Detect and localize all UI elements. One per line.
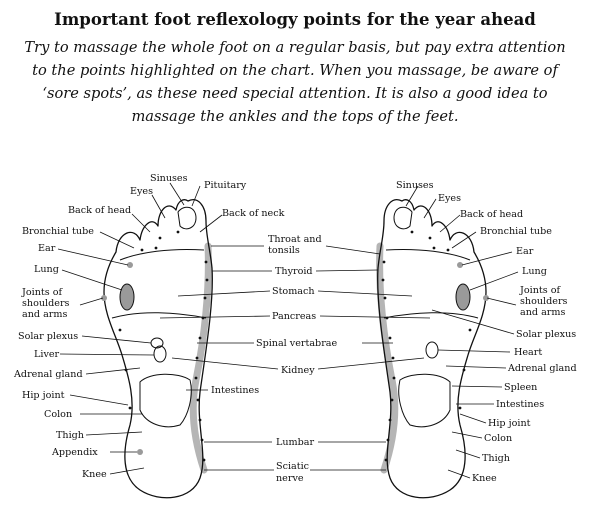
label-left-joints-3: and arms	[22, 309, 67, 320]
left-joint-spot	[101, 295, 107, 301]
right-toe-sinus	[393, 206, 413, 230]
label-left-back-of-neck: Back of neck	[222, 208, 285, 219]
label-right-knee: Knee	[472, 473, 497, 484]
label-left-bronchial-tube: Bronchial tube	[22, 226, 94, 237]
label-left-pituitary: Pituitary	[204, 180, 247, 191]
label-right-hip-joint: Hip joint	[488, 418, 531, 429]
left-intestines-zone	[139, 373, 192, 428]
right-diaphragm-line	[383, 312, 479, 319]
label-right-colon: Colon	[484, 433, 512, 444]
label-left-colon: Colon	[44, 409, 72, 420]
page-title: Important foot reflexology points for th…	[54, 10, 536, 29]
label-right-heart: Heart	[514, 347, 542, 358]
label-left-liver: Liver	[34, 349, 60, 360]
label-pancreas: Pancreas	[272, 311, 316, 322]
label-right-ear: Ear	[516, 246, 534, 257]
left-toe-line	[119, 249, 205, 261]
label-right-intestines: Intestines	[496, 399, 544, 410]
label-left-ear: Ear	[38, 243, 56, 254]
right-joint-spot	[483, 295, 489, 301]
label-left-appendix: Appendix	[51, 447, 98, 458]
label-right-sinuses: Sinuses	[396, 180, 434, 191]
label-right-joints-3: and arms	[520, 307, 565, 318]
right-foot	[376, 199, 489, 499]
left-spine-band	[189, 242, 212, 474]
left-ear-spot	[127, 262, 133, 268]
right-intestines-zone	[398, 373, 451, 428]
label-right-bronchial-tube: Bronchial tube	[480, 226, 552, 237]
label-throat-2: tonsils	[268, 245, 300, 256]
label-right-joints-1: Joints of	[519, 285, 561, 296]
label-spinal-vertabrae: Spinal vertabrae	[256, 338, 338, 349]
label-left-back-of-head: Back of head	[68, 205, 131, 216]
left-foot-outline	[103, 199, 213, 499]
label-right-back-of-head: Back of head	[460, 209, 523, 220]
label-left-joints-1: Joints of	[21, 287, 63, 298]
label-right-eyes: Eyes	[438, 193, 461, 204]
right-spine-dots	[381, 230, 472, 462]
left-foot	[101, 199, 213, 499]
center-labels: Throat and tonsils Thyroid Stomach Pancr…	[211, 234, 338, 484]
right-toe-line	[385, 249, 471, 261]
label-right-adrenal-gland: Adrenal gland	[507, 363, 577, 374]
label-left-hip-joint: Hip joint	[22, 390, 65, 401]
label-thyroid: Thyroid	[275, 266, 313, 277]
label-sciatic-1: Sciatic	[276, 461, 309, 472]
left-diaphragm-line	[111, 312, 207, 319]
label-left-knee: Knee	[82, 469, 107, 480]
label-sciatic-2: nerve	[276, 473, 304, 484]
label-right-lung: Lung	[522, 266, 547, 277]
label-right-solar-plexus: Solar plexus	[516, 329, 576, 340]
right-lung-zone	[455, 283, 471, 311]
label-left-adrenal-gland: Adrenal gland	[13, 369, 83, 380]
left-labels: Sinuses Eyes Pituitary Back of head Back…	[13, 173, 285, 480]
label-lumbar: Lumbar	[276, 437, 315, 448]
label-right-spleen: Spleen	[504, 382, 537, 393]
label-left-lung: Lung	[34, 264, 59, 275]
label-right-joints-2: shoulders	[520, 296, 568, 307]
left-liver-zone	[153, 345, 167, 363]
left-toe-sinus	[177, 206, 197, 230]
leader-lines	[57, 182, 519, 479]
label-left-eyes: Eyes	[130, 186, 153, 197]
label-left-sinuses: Sinuses	[150, 173, 188, 184]
left-lung-zone	[119, 283, 135, 311]
right-labels: Sinuses Eyes Back of head Bronchial tube…	[396, 180, 577, 484]
label-left-solar-plexus: Solar plexus	[18, 331, 78, 342]
right-heart-zone	[425, 341, 439, 359]
right-foot-outline	[377, 199, 487, 499]
label-left-thigh: Thigh	[56, 430, 84, 441]
label-intestines-center: Intestines	[211, 385, 259, 396]
label-right-thigh: Thigh	[482, 453, 510, 464]
right-ear-spot	[457, 262, 463, 268]
label-kidney: Kidney	[281, 365, 315, 376]
right-spine-band	[376, 242, 399, 474]
intro-text: Try to massage the whole foot on a regul…	[24, 39, 566, 125]
left-appendix-spot	[137, 449, 143, 455]
left-spine-dots	[118, 230, 209, 462]
label-left-joints-2: shoulders	[22, 298, 70, 309]
label-stomach: Stomach	[272, 286, 315, 297]
label-throat-1: Throat and	[268, 234, 322, 245]
